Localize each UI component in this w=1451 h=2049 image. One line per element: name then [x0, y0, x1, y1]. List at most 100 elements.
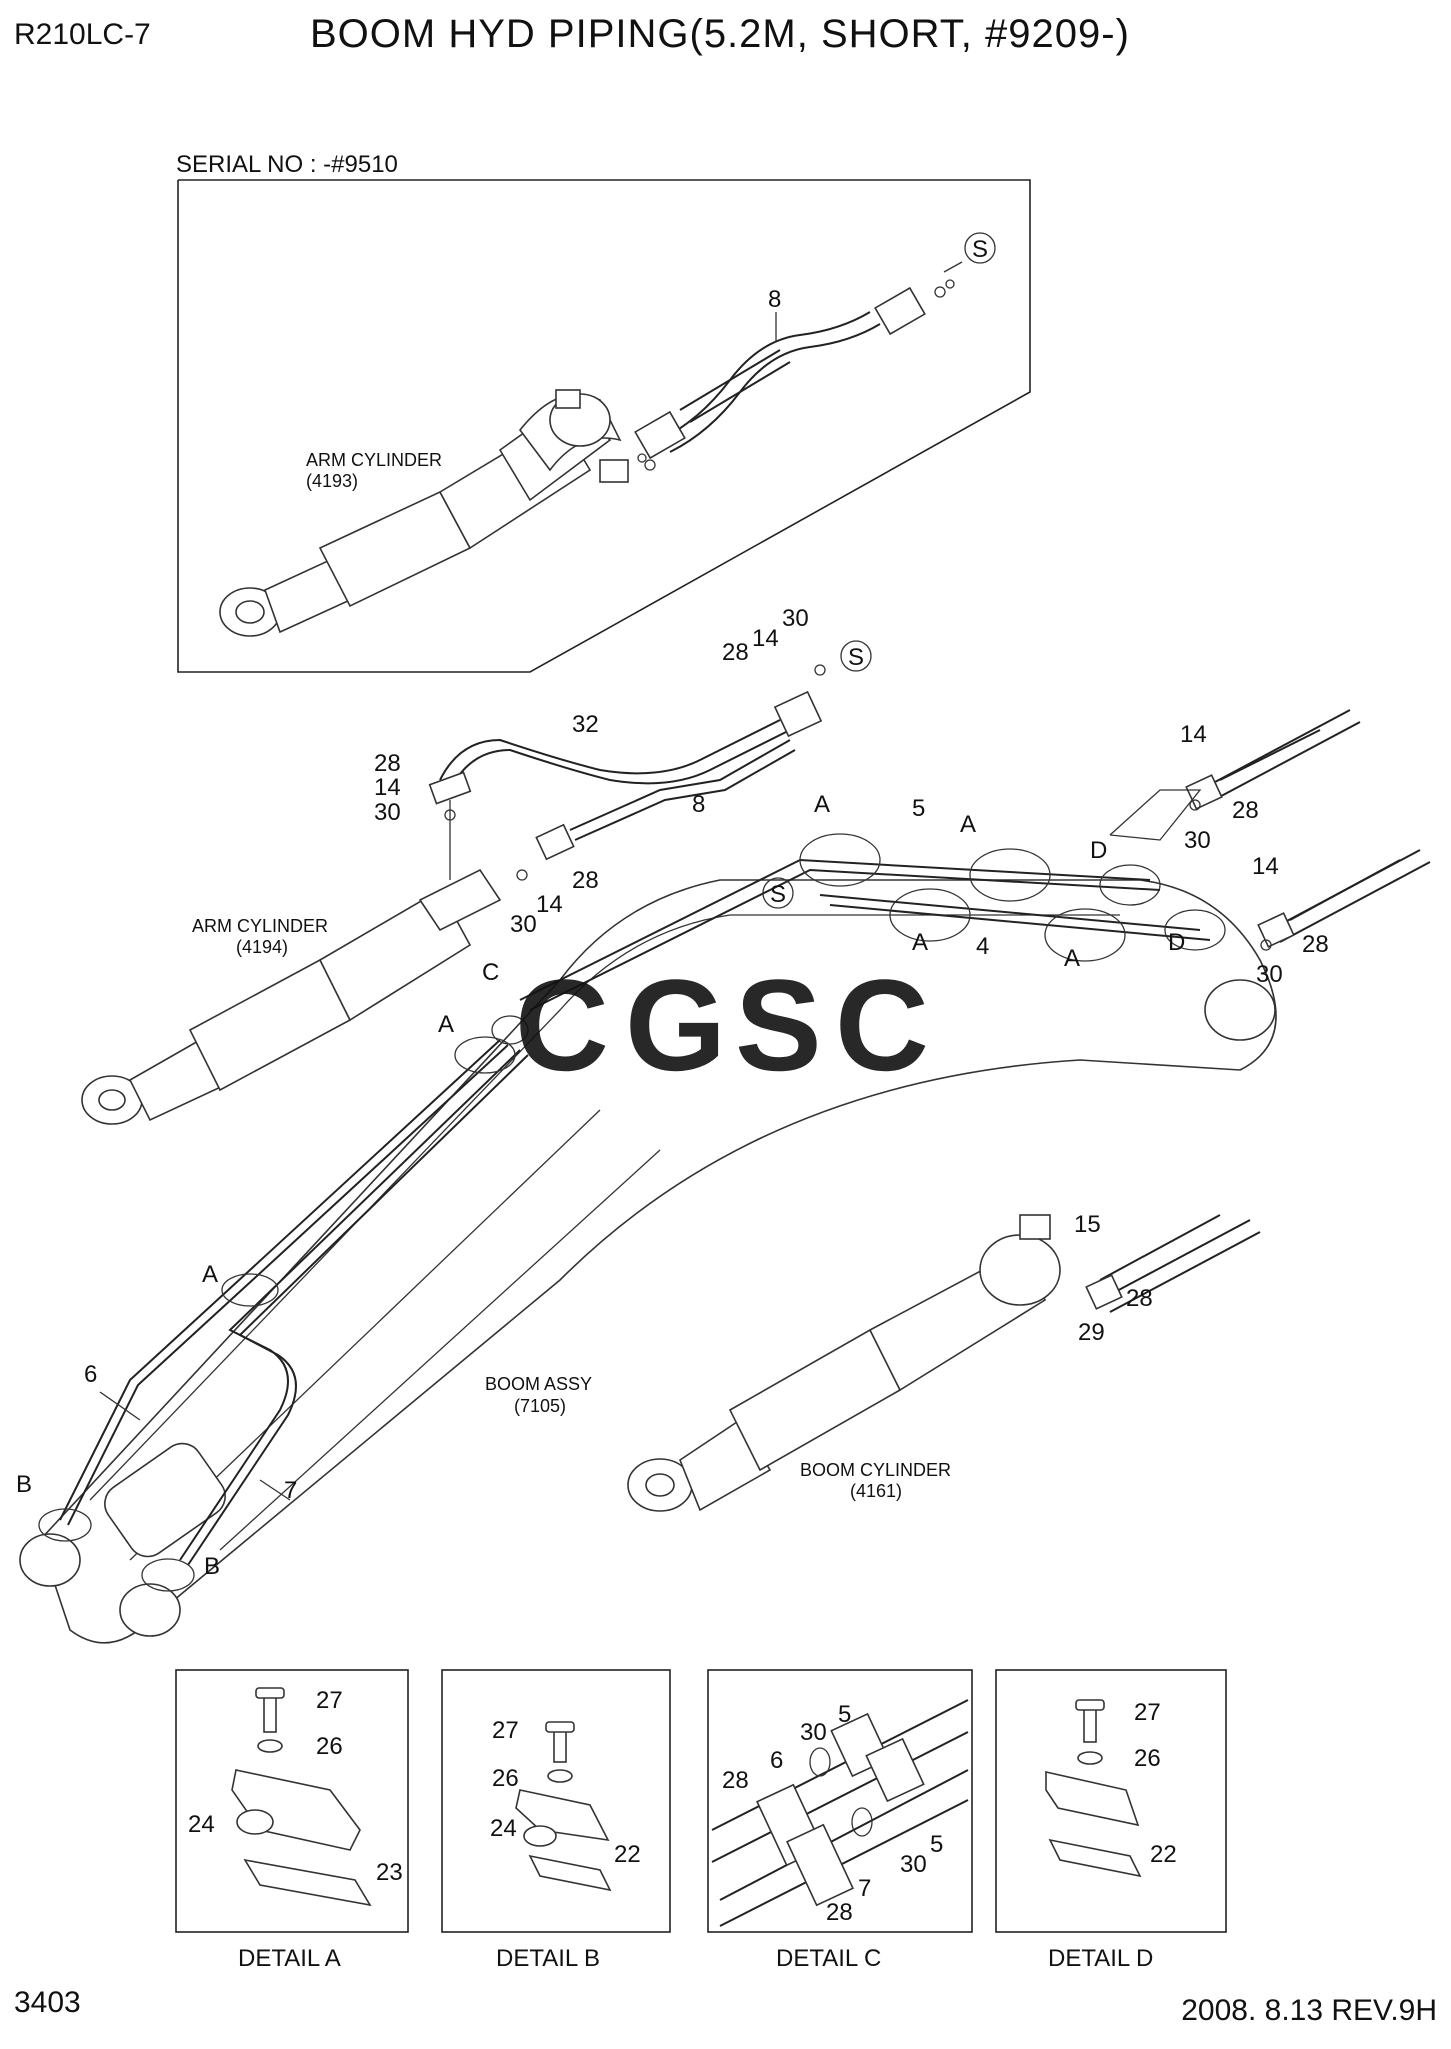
callout-5: 5	[912, 795, 925, 822]
detail-c: 30 5 28 6 30 5 7 28 DETAIL C	[707, 1669, 973, 1972]
right-fittings-lower	[1257, 849, 1431, 951]
callout-d-2: D	[1168, 929, 1185, 956]
callout-28-f: 28	[1126, 1285, 1153, 1312]
callout-8: 8	[692, 791, 705, 818]
callout-a-5: A	[438, 1011, 454, 1038]
detail-c-caption: DETAIL C	[776, 1945, 881, 1972]
detail-b-22: 22	[614, 1841, 641, 1868]
inset-callout-8: 8	[768, 286, 781, 313]
detail-b-26: 26	[492, 1765, 519, 1792]
detail-d-22: 22	[1150, 1841, 1177, 1868]
inset-s-marker	[964, 232, 996, 264]
detail-c-30-bottom: 30	[900, 1851, 927, 1878]
inset-view: SERIAL NO : -#9510 ARM CYLINDER (4193)	[176, 151, 1031, 673]
main-assembly: BOOM ASSY (7105)	[16, 605, 1431, 1644]
callout-28-b: 28	[722, 639, 749, 666]
callout-30-a: 30	[374, 799, 401, 826]
detail-c-28-bottom: 28	[826, 1899, 853, 1926]
inset-hoses	[634, 279, 955, 471]
callout-7: 7	[284, 1477, 297, 1504]
inset-arm-cylinder-label: ARM CYLINDER	[306, 450, 442, 470]
page-title: BOOM HYD PIPING(5.2M, SHORT, #9209-)	[310, 12, 1130, 56]
boom-assy-label: BOOM ASSY	[485, 1374, 592, 1394]
boom-body	[19, 879, 1277, 1644]
detail-c-5-top: 5	[838, 1701, 851, 1728]
callout-14-a: 14	[374, 774, 401, 801]
callout-a-2: A	[960, 811, 976, 838]
detail-d-caption: DETAIL D	[1048, 1945, 1153, 1972]
callout-14-b: 14	[752, 625, 779, 652]
detail-b: 27 26 24 22 DETAIL B	[441, 1669, 671, 1972]
watermark-letter-c2: C	[835, 952, 929, 1098]
revision-date: 2008. 8.13 REV.9H	[1181, 1994, 1437, 2027]
right-fittings-upper	[1109, 709, 1361, 841]
detail-b-24: 24	[490, 1815, 517, 1842]
inset-arm-cylinder-code: (4193)	[306, 471, 358, 491]
callout-a-1: A	[814, 791, 830, 818]
detail-a-23: 23	[376, 1859, 403, 1886]
inset-arrow	[943, 261, 963, 273]
watermark-letter-c1: C	[515, 952, 609, 1098]
callout-a-3: A	[912, 929, 928, 956]
main-callouts: 28 14 30 32 8 28 14 30 S 30 14 28 5 A A …	[16, 605, 1329, 1580]
callout-28-c: 28	[572, 867, 599, 894]
callout-30-d: 30	[1184, 827, 1211, 854]
callout-s-upper: S	[848, 644, 864, 671]
callout-a-4: A	[1064, 945, 1080, 972]
callout-29: 29	[1078, 1319, 1105, 1346]
detail-c-7: 7	[858, 1875, 871, 1902]
boom-cylinder	[627, 1214, 1261, 1512]
callout-4: 4	[976, 933, 989, 960]
main-arm-cylinder-label: ARM CYLINDER	[192, 916, 328, 936]
callout-a-6: A	[202, 1261, 218, 1288]
watermark-letter-s: S	[735, 952, 822, 1098]
model-code: R210LC-7	[14, 18, 151, 51]
callout-14-c: 14	[536, 891, 563, 918]
boom-cylinder-code: (4161)	[850, 1481, 902, 1501]
callout-b-1: B	[16, 1471, 32, 1498]
callout-30-b: 30	[782, 605, 809, 632]
callout-b-2: B	[204, 1553, 220, 1580]
detail-d-27: 27	[1134, 1699, 1161, 1726]
callout-30-e: 30	[1256, 961, 1283, 988]
detail-c-6: 6	[770, 1747, 783, 1774]
callout-d-1: D	[1090, 837, 1107, 864]
detail-a-26: 26	[316, 1733, 343, 1760]
detail-b-27: 27	[492, 1717, 519, 1744]
callout-14-d: 14	[1180, 721, 1207, 748]
detail-a-24: 24	[188, 1811, 215, 1838]
serial-number-label: SERIAL NO : -#9510	[176, 151, 398, 178]
detail-b-caption: DETAIL B	[496, 1945, 600, 1972]
pipe-6	[59, 1039, 501, 1521]
detail-d-26: 26	[1134, 1745, 1161, 1772]
detail-c-28-left: 28	[722, 1767, 749, 1794]
main-arm-cylinder-code: (4194)	[236, 937, 288, 957]
detail-a-frame	[175, 1669, 409, 1933]
callout-28-e: 28	[1302, 931, 1329, 958]
callout-28-d: 28	[1232, 797, 1259, 824]
boom-cylinder-label: BOOM CYLINDER	[800, 1460, 951, 1480]
detail-d: 27 26 22 DETAIL D	[995, 1669, 1227, 1972]
detail-d-frame	[995, 1669, 1227, 1933]
callout-14-e: 14	[1252, 853, 1279, 880]
detail-c-frame	[707, 1669, 973, 1933]
detail-a-caption: DETAIL A	[238, 1945, 341, 1972]
callout-6: 6	[84, 1361, 97, 1388]
s-marker-upper	[840, 640, 872, 672]
callout-28-a: 28	[374, 750, 401, 777]
watermark-letter-g: G	[625, 952, 726, 1098]
callout-s-mid: S	[770, 881, 786, 908]
inset-frame	[177, 179, 1031, 673]
cgsc-watermark: C G S C	[515, 952, 929, 1098]
main-arm-cylinder	[81, 868, 502, 1125]
callout-30-c: 30	[510, 911, 537, 938]
detail-a: 27 26 24 23 DETAIL A	[175, 1669, 409, 1972]
page-number: 3403	[14, 1986, 81, 2019]
callout-32: 32	[572, 711, 599, 738]
inset-arm-cylinder	[219, 389, 629, 637]
callout-c: C	[482, 959, 499, 986]
inset-callout-s: S	[972, 236, 988, 263]
boom-assy-code: (7105)	[514, 1396, 566, 1416]
detail-c-30-top: 30	[800, 1719, 827, 1746]
